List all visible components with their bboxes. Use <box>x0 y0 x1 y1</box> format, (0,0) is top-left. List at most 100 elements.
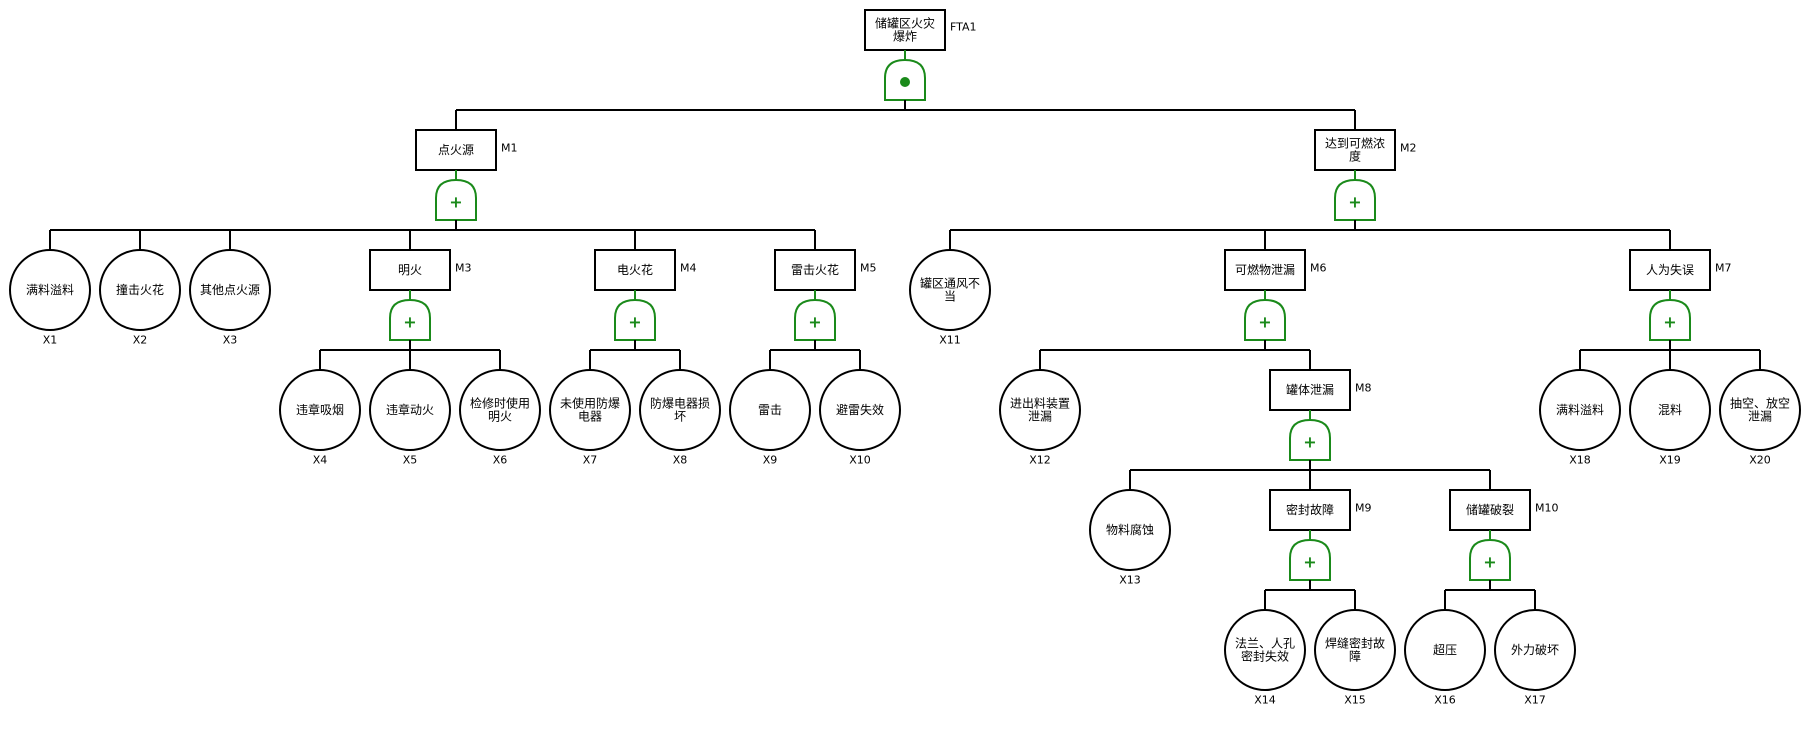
or-gate-icon-m1 <box>435 178 477 221</box>
basic-event-label: 泄漏 <box>1028 410 1052 424</box>
basic-event-label: 撞击火花 <box>116 282 164 297</box>
or-gate-icon-m8 <box>1289 418 1331 461</box>
basic-event-x8[interactable] <box>639 369 721 451</box>
event-label: 明火 <box>398 263 422 277</box>
or-gate-plus-icon: + <box>1663 313 1676 332</box>
basic-event-label: 罐区通风不 <box>920 277 980 291</box>
basic-event-x17[interactable] <box>1494 609 1576 691</box>
basic-event-code: X13 <box>1119 574 1141 587</box>
event-box-m6[interactable] <box>1224 249 1306 291</box>
or-gate-plus-icon: + <box>628 313 641 332</box>
basic-event-code: X16 <box>1434 694 1456 707</box>
basic-event-x12[interactable] <box>999 369 1081 451</box>
basic-event-code: X15 <box>1344 694 1366 707</box>
event-code: M3 <box>455 262 472 275</box>
basic-event-label: 障 <box>1349 649 1361 664</box>
basic-event-label: 避雷失效 <box>836 402 884 417</box>
basic-event-x3[interactable] <box>189 249 271 331</box>
basic-event-label: 密封失效 <box>1241 649 1289 664</box>
basic-event-label: 雷击 <box>758 403 782 417</box>
event-label: 雷击火花 <box>791 262 839 277</box>
basic-event-label: 超压 <box>1433 642 1457 657</box>
basic-event-code: X14 <box>1254 694 1276 707</box>
event-box-fta1[interactable] <box>864 9 946 51</box>
basic-event-label: 物料腐蚀 <box>1106 522 1154 537</box>
basic-event-label: 当 <box>944 290 956 304</box>
basic-event-label: 抽空、放空 <box>1730 396 1790 411</box>
basic-event-x4[interactable] <box>279 369 361 451</box>
event-label: 人为失误 <box>1646 262 1694 277</box>
basic-event-label: 违章动火 <box>386 402 434 417</box>
event-label: 罐体泄漏 <box>1286 383 1334 397</box>
basic-event-x5[interactable] <box>369 369 451 451</box>
event-label: 爆炸 <box>893 30 917 44</box>
basic-event-code: X5 <box>403 454 418 467</box>
or-gate-plus-icon: + <box>808 313 821 332</box>
event-box-m2[interactable] <box>1314 129 1396 171</box>
event-code: M9 <box>1355 502 1372 515</box>
event-code: M2 <box>1400 142 1417 155</box>
event-box-m8[interactable] <box>1269 369 1351 411</box>
or-gate-plus-icon: + <box>403 313 416 332</box>
basic-event-x15[interactable] <box>1314 609 1396 691</box>
basic-event-label: 防爆电器损 <box>650 396 710 411</box>
event-label: 储罐破裂 <box>1466 502 1514 517</box>
basic-event-x10[interactable] <box>819 369 901 451</box>
basic-event-x16[interactable] <box>1404 609 1486 691</box>
basic-event-x11[interactable] <box>909 249 991 331</box>
basic-event-label: 违章吸烟 <box>296 402 344 417</box>
basic-event-label: 满料溢料 <box>26 283 74 297</box>
event-label: 达到可燃浓 <box>1325 136 1385 151</box>
basic-event-code: X2 <box>133 334 148 347</box>
basic-event-x1[interactable] <box>9 249 91 331</box>
basic-event-code: X20 <box>1749 454 1771 467</box>
event-label: 密封故障 <box>1286 502 1334 517</box>
basic-event-label: 焊缝密封故 <box>1325 636 1385 651</box>
event-box-m10[interactable] <box>1449 489 1531 531</box>
basic-event-label: 外力破坏 <box>1511 642 1559 657</box>
basic-event-x20[interactable] <box>1719 369 1801 451</box>
basic-event-code: X10 <box>849 454 871 467</box>
basic-event-code: X3 <box>223 334 238 347</box>
basic-event-x9[interactable] <box>729 369 811 451</box>
event-box-m7[interactable] <box>1629 249 1711 291</box>
or-gate-plus-icon: + <box>1303 553 1316 572</box>
or-gate-plus-icon: + <box>1258 313 1271 332</box>
basic-event-x7[interactable] <box>549 369 631 451</box>
or-gate-icon-m6 <box>1244 298 1286 341</box>
basic-event-x6[interactable] <box>459 369 541 451</box>
event-label: 点火源 <box>438 143 474 157</box>
event-box-m1[interactable] <box>415 129 497 171</box>
event-box-m9[interactable] <box>1269 489 1351 531</box>
event-code: M10 <box>1535 502 1559 515</box>
basic-event-label: 明火 <box>488 410 512 424</box>
basic-event-code: X19 <box>1659 454 1681 467</box>
event-label: 电火花 <box>617 262 653 277</box>
basic-event-code: X1 <box>43 334 58 347</box>
basic-event-code: X17 <box>1524 694 1546 707</box>
basic-event-x18[interactable] <box>1539 369 1621 451</box>
or-gate-icon-m9 <box>1289 538 1331 581</box>
basic-event-label: 坏 <box>674 410 686 424</box>
event-code: M7 <box>1715 262 1732 275</box>
basic-event-code: X8 <box>673 454 688 467</box>
or-gate-icon-m3 <box>389 298 431 341</box>
basic-event-code: X4 <box>313 454 328 467</box>
or-gate-icon-m4 <box>614 298 656 341</box>
basic-event-x2[interactable] <box>99 249 181 331</box>
basic-event-code: X12 <box>1029 454 1051 467</box>
or-gate-icon-m5 <box>794 298 836 341</box>
basic-event-code: X6 <box>493 454 508 467</box>
event-code: M1 <box>501 142 518 155</box>
event-code: FTA1 <box>950 21 977 34</box>
basic-event-label: 泄漏 <box>1748 410 1772 424</box>
basic-event-code: X11 <box>939 334 961 347</box>
or-gate-plus-icon: + <box>449 193 462 212</box>
basic-event-x13[interactable] <box>1089 489 1171 571</box>
basic-event-code: X18 <box>1569 454 1591 467</box>
or-gate-icon-m7 <box>1649 298 1691 341</box>
or-gate-icon-m10 <box>1469 538 1511 581</box>
basic-event-x19[interactable] <box>1629 369 1711 451</box>
basic-event-x14[interactable] <box>1224 609 1306 691</box>
